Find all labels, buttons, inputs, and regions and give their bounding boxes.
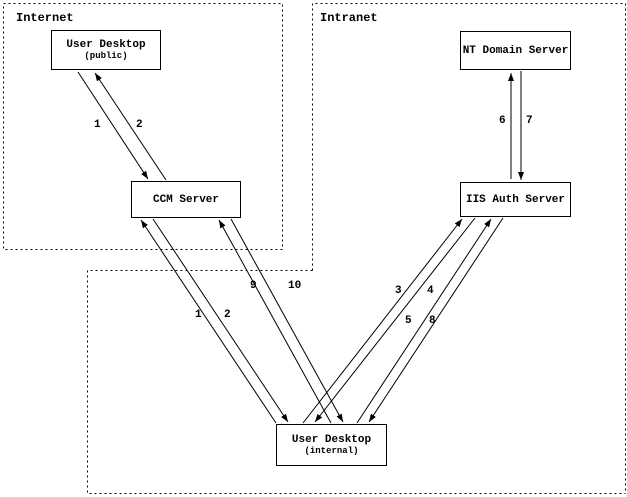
arrow-2-ccm-to-internal (152, 218, 289, 423)
node-label: NT Domain Server (462, 44, 569, 57)
arrow-3-internal-to-iis (302, 218, 463, 424)
arrow-5-internal-to-iis (356, 218, 492, 424)
arrow-1-internal-to-ccm (140, 219, 277, 424)
internet-zone-border (3, 3, 283, 250)
flow-label-7: 7 (526, 115, 533, 127)
arrow-10-ccm-to-internal (230, 218, 344, 423)
node-sublabel: (internal) (304, 446, 359, 456)
node-label: CCM Server (152, 193, 219, 206)
arrow-1-public-to-ccm (77, 71, 149, 180)
node-sublabel: (public) (84, 51, 128, 61)
arrow-9-internal-to-ccm (218, 219, 332, 424)
node-iis-auth-server: IIS Auth Server (460, 182, 571, 217)
node-label: IIS Auth Server (465, 193, 566, 206)
node-nt-domain-server: NT Domain Server (460, 31, 571, 70)
node-user-desktop-internal: User Desktop (internal) (276, 424, 387, 466)
flow-label-2-internal: 2 (224, 309, 231, 321)
node-label: User Desktop (66, 39, 146, 51)
flow-label-8: 8 (429, 315, 436, 327)
flow-label-6: 6 (499, 115, 506, 127)
node-ccm-server: CCM Server (131, 181, 241, 218)
flow-label-9: 9 (250, 280, 257, 292)
flow-label-3: 3 (395, 285, 402, 297)
arrow-4-iis-to-internal (314, 217, 476, 423)
zone-label-intranet: Intranet (320, 11, 378, 25)
flow-label-2-public: 2 (136, 119, 143, 131)
flow-label-10: 10 (288, 280, 302, 292)
node-label: User Desktop (291, 434, 372, 446)
flow-label-1-public: 1 (94, 119, 101, 131)
arrow-2-ccm-to-public (94, 72, 167, 181)
zone-label-internet: Internet (16, 11, 74, 25)
arrow-8-iis-to-internal (368, 217, 504, 423)
node-user-desktop-public: User Desktop (public) (51, 30, 161, 70)
flow-label-5: 5 (405, 315, 412, 327)
internal-zone-border (87, 270, 626, 494)
intranet-zone-border (312, 3, 626, 494)
flow-label-4: 4 (427, 285, 434, 297)
flow-label-1-internal: 1 (195, 309, 202, 321)
